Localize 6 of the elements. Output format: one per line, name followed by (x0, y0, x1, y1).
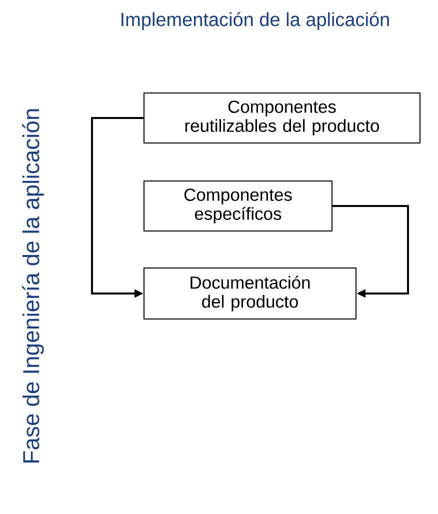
process-box: Componentes reutilizables del producto (144, 92, 420, 144)
process-box: Componentes específicos (144, 180, 332, 232)
process-box: Documentación del producto (144, 268, 356, 320)
title: Implementación de la aplicación (122, 12, 389, 30)
side-label: Fase de Ingeniería de la aplicación (22, 109, 44, 462)
arrow (332, 205, 409, 298)
